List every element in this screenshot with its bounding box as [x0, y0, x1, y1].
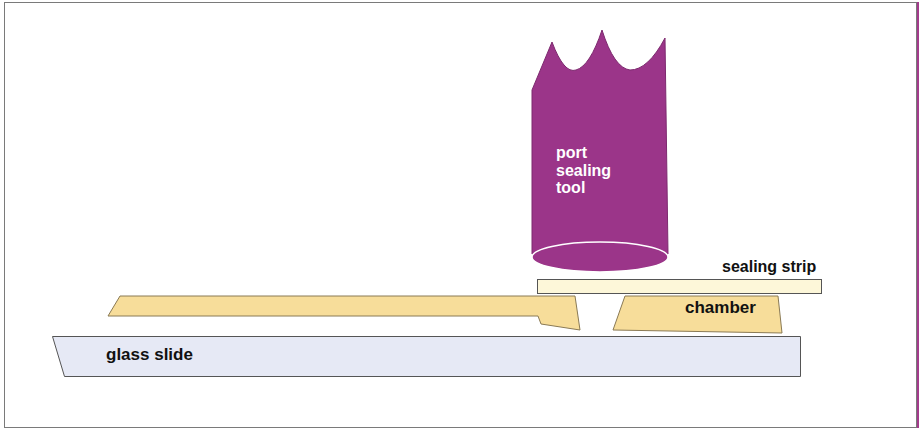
part-label: chamber: [685, 299, 756, 318]
chamber-shape: [105, 290, 787, 336]
glass-slide: glass slide: [50, 334, 804, 379]
slide-body: [53, 337, 801, 377]
port-sealing-tool: port sealing tool: [530, 28, 672, 276]
chamber: chamber: [105, 290, 787, 336]
tool-tip: [532, 242, 668, 272]
tool-body: [532, 30, 668, 266]
chamber-right-wall: [613, 296, 782, 333]
chamber-left-wall: [108, 296, 580, 330]
port-sealing-tool-shape: [530, 28, 672, 276]
part-label: sealing strip: [722, 258, 816, 276]
outer-frame: [5, 3, 917, 428]
part-label: port sealing tool: [556, 144, 628, 197]
strip-body: [538, 280, 822, 294]
part-label: glass slide: [106, 346, 193, 365]
sealing-strip: sealing strip: [535, 255, 825, 296]
edge-bar: [917, 2, 919, 428]
